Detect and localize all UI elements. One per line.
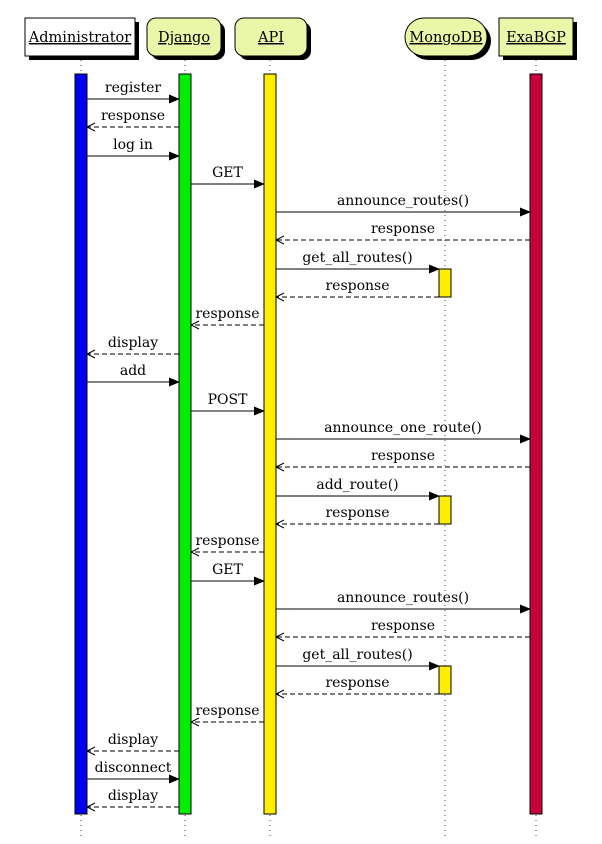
- message-arrow: response: [276, 618, 530, 637]
- message-label: response: [101, 108, 165, 124]
- message-label: display: [108, 788, 158, 804]
- message-label: register: [105, 80, 162, 96]
- activation-bar-admin: [74, 73, 88, 815]
- message-arrow: get_all_routes(): [276, 250, 440, 274]
- message-arrow: POST: [191, 392, 265, 416]
- message-arrow: display: [87, 788, 179, 807]
- message-label: log in: [113, 137, 153, 153]
- message-label: response: [195, 306, 259, 322]
- message-label: GET: [212, 165, 243, 181]
- message-label: add: [120, 363, 146, 379]
- message-label: response: [371, 221, 435, 237]
- message-arrow: response: [191, 703, 264, 722]
- participant-mongo: MongoDB: [404, 17, 491, 60]
- message-arrow: response: [276, 278, 439, 297]
- message-label: display: [108, 732, 158, 748]
- message-arrow: log in: [87, 137, 180, 161]
- participant-label: Administrator: [28, 30, 132, 46]
- message-arrow: register: [87, 80, 180, 104]
- message-arrow: add_route(): [276, 477, 440, 501]
- participant-django: Django: [146, 17, 225, 60]
- message-label: response: [371, 448, 435, 464]
- activation-bar-django: [178, 73, 192, 815]
- message-arrow: response: [276, 675, 439, 694]
- participant-label: Django: [158, 30, 210, 46]
- message-label: GET: [212, 562, 243, 578]
- activation-bar-mongo: [438, 268, 452, 298]
- participant-api: API: [234, 17, 311, 60]
- message-label: POST: [208, 392, 248, 408]
- message-label: announce_routes(): [337, 193, 469, 209]
- message-label: response: [325, 278, 389, 294]
- message-arrow: display: [87, 335, 179, 354]
- message-arrow: get_all_routes(): [276, 647, 440, 671]
- message-label: response: [325, 675, 389, 691]
- activation-bar-mongo: [438, 495, 452, 525]
- message-arrow: response: [276, 221, 530, 240]
- message-arrow: announce_one_route(): [276, 420, 531, 444]
- activation-bar-exabgp: [529, 73, 543, 815]
- message-arrow: response: [191, 533, 264, 552]
- message-arrow: GET: [191, 165, 265, 189]
- message-arrow: add: [87, 363, 180, 387]
- activation-bar-mongo: [438, 665, 452, 695]
- message-arrow: response: [87, 108, 179, 127]
- message-label: response: [325, 505, 389, 521]
- message-label: disconnect: [95, 760, 172, 776]
- message-label: announce_one_route(): [324, 420, 482, 436]
- message-arrow: announce_routes(): [276, 590, 531, 614]
- message-label: response: [195, 533, 259, 549]
- message-arrow: response: [191, 306, 264, 325]
- message-label: response: [195, 703, 259, 719]
- participant-label: MongoDB: [409, 30, 482, 46]
- participant-exabgp: ExaBGP: [498, 17, 577, 60]
- participant-admin: Administrator: [24, 17, 139, 60]
- message-label: announce_routes(): [337, 590, 469, 606]
- message-arrow: response: [276, 505, 439, 524]
- message-arrow: display: [87, 732, 179, 751]
- message-arrow: GET: [191, 562, 265, 586]
- participant-label: API: [257, 30, 284, 46]
- participant-label: ExaBGP: [506, 30, 566, 46]
- message-arrow: announce_routes(): [276, 193, 531, 217]
- message-label: add_route(): [316, 477, 398, 493]
- message-label: get_all_routes(): [302, 250, 412, 266]
- message-label: display: [108, 335, 158, 351]
- message-label: response: [371, 618, 435, 634]
- message-arrow: response: [276, 448, 530, 467]
- activation-bar-api: [263, 73, 277, 815]
- message-label: get_all_routes(): [302, 647, 412, 663]
- message-arrow: disconnect: [87, 760, 180, 784]
